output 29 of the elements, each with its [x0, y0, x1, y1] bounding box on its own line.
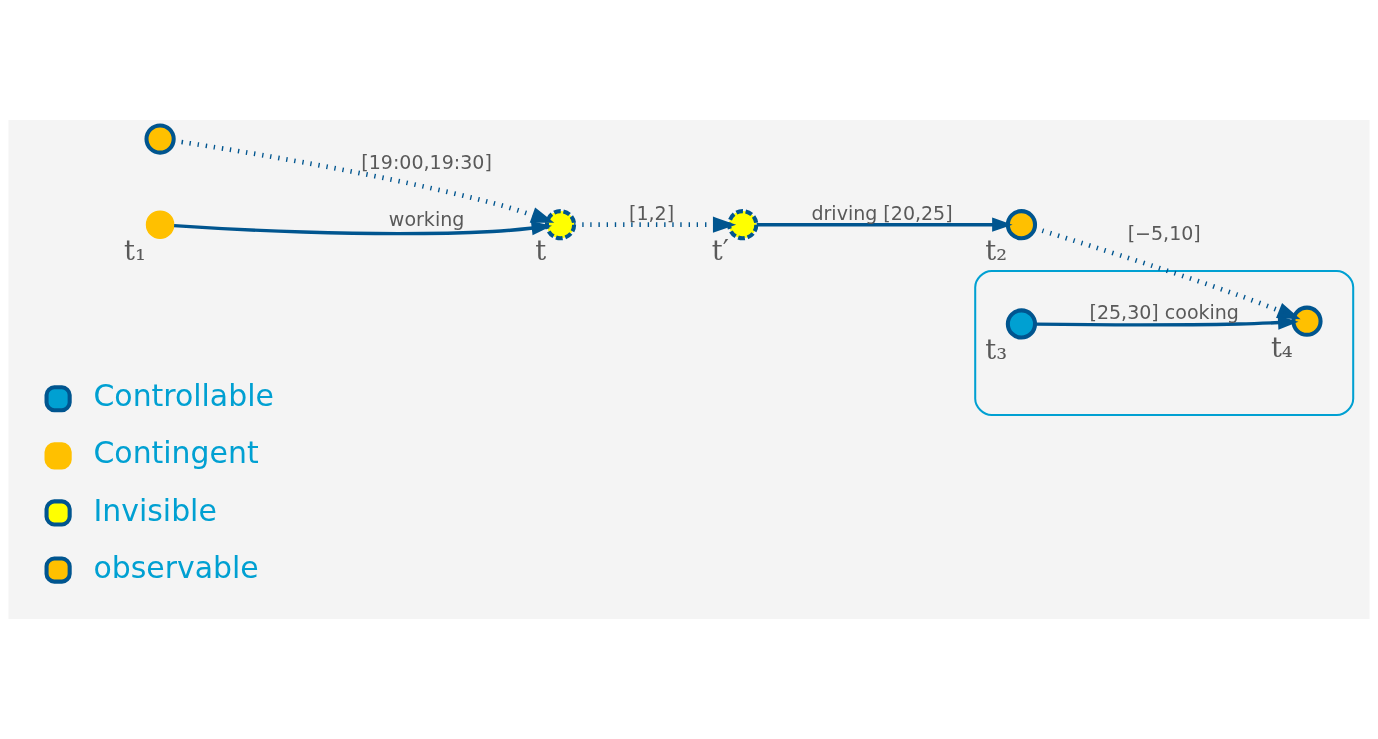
- node-circle: [145, 210, 175, 239]
- node-circle: [1005, 308, 1038, 340]
- arrow: [1033, 226, 1301, 320]
- edge-label: working: [388, 208, 465, 231]
- node-label: t: [535, 235, 547, 267]
- legend-label: observable: [93, 549, 259, 585]
- legend-label: Invisible: [93, 492, 217, 528]
- edge-label: [1,2]: [629, 201, 675, 224]
- arrow: [756, 217, 1013, 232]
- edge-label: driving [20,25]: [811, 201, 953, 224]
- arrow: [173, 221, 552, 236]
- node-circle: [1005, 209, 1038, 241]
- arrow: [1035, 315, 1299, 330]
- cluster: [974, 269, 1355, 417]
- node-circle: [544, 209, 577, 241]
- edge-label: [19:00,19:30]: [361, 151, 492, 174]
- node-label: t₁: [124, 235, 146, 267]
- edge-label: [25,30] cooking: [1089, 300, 1239, 323]
- node-circle: [144, 123, 176, 155]
- node-label: t₄: [1270, 331, 1293, 363]
- legend-label: Controllable: [93, 378, 274, 414]
- node-label: t₃: [985, 334, 1008, 366]
- arrow: [574, 216, 737, 233]
- node-label: t₂: [985, 235, 1008, 267]
- edge-label: [−5,10]: [1127, 221, 1201, 244]
- node-circle: [1291, 305, 1323, 337]
- legend-label: Contingent: [93, 435, 259, 471]
- node-label: t′: [711, 235, 729, 267]
- node-circle: [727, 209, 759, 241]
